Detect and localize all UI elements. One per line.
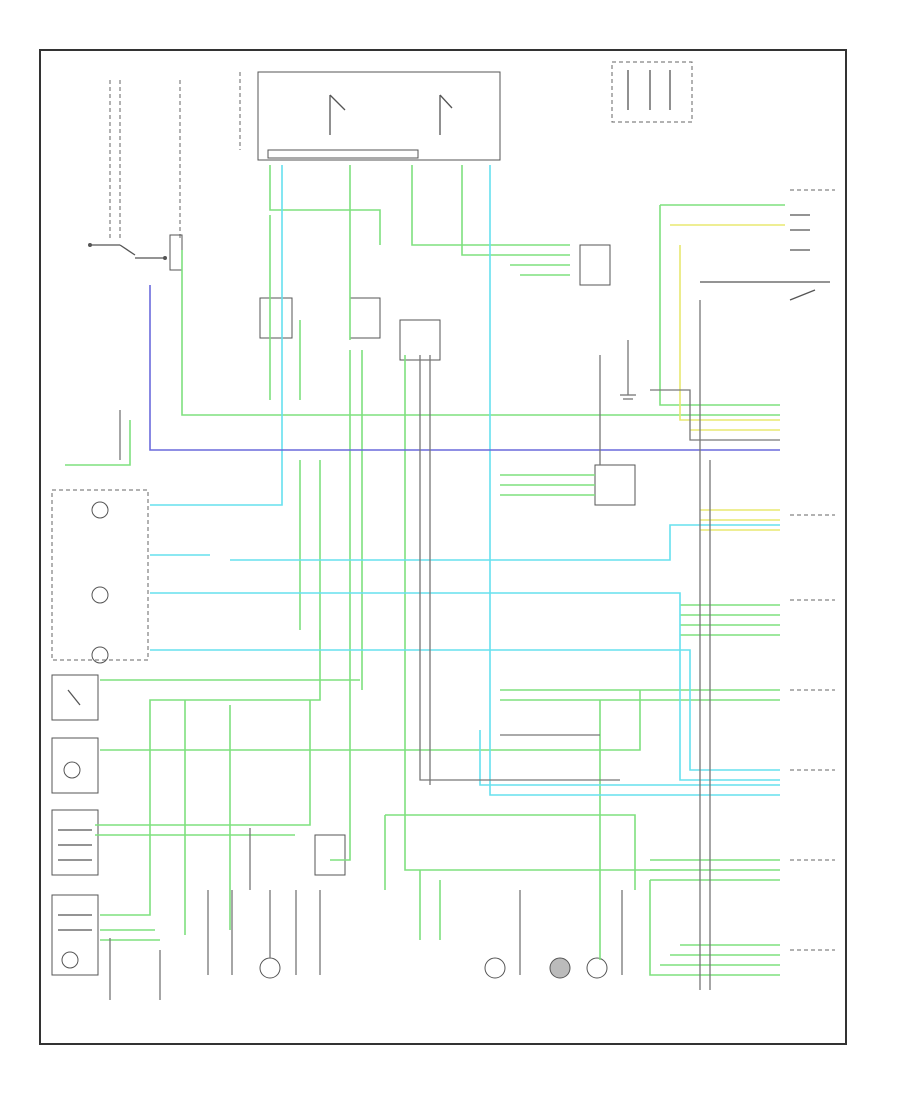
wires-black <box>109 300 780 1000</box>
combination-switch <box>790 189 835 251</box>
ground-symbol <box>620 340 636 400</box>
right-license-light <box>259 890 297 979</box>
relay-connector <box>579 244 611 286</box>
right-rear-combination-light <box>519 890 623 975</box>
turn-hazard-relay <box>349 297 381 339</box>
left-front-turn-light <box>51 737 99 794</box>
rear-bulb-1 <box>484 957 506 979</box>
right-front-turn-light <box>51 809 99 876</box>
rear-bulb-2 <box>549 957 571 979</box>
hazard-switch <box>700 281 830 301</box>
under-dash-fuse-box <box>239 71 501 161</box>
tail-light-relay <box>259 297 293 339</box>
hot-at-all-times <box>109 80 121 240</box>
junction-connector <box>594 464 636 506</box>
high-mount-brake-light <box>314 834 346 975</box>
ignition-switch <box>88 234 183 271</box>
brake-light-switch <box>51 674 99 721</box>
diagram-frame <box>39 49 847 1045</box>
under-hood-fuse-box <box>611 61 693 123</box>
right-connectors <box>790 514 835 951</box>
combination-meter <box>51 489 149 664</box>
wires-yellow <box>670 224 785 531</box>
rear-bulb-3 <box>586 957 608 979</box>
wires-green <box>65 165 785 976</box>
left-rear-combination-light <box>51 894 99 976</box>
wires-blue <box>149 285 780 451</box>
left-license-light <box>207 890 233 975</box>
wires-cyan <box>150 165 780 796</box>
